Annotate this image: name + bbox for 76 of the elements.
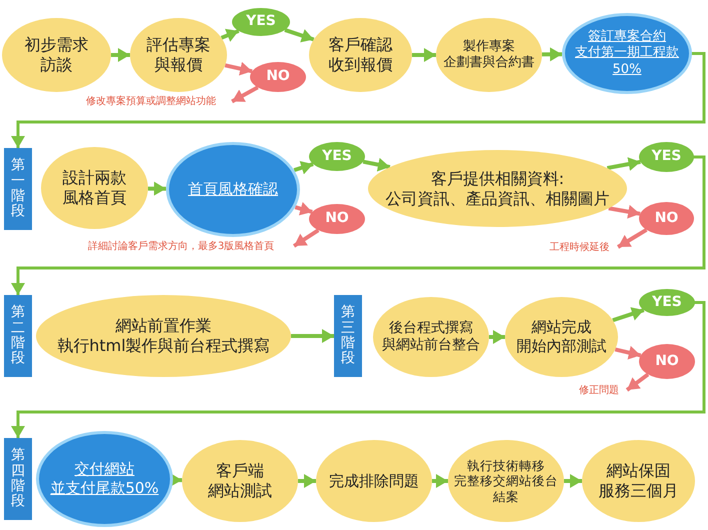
node-label: NO <box>266 68 290 86</box>
node-label: YES <box>652 148 682 166</box>
node-label: 評估專案與報價 <box>146 35 212 75</box>
node-label: 初步需求訪談 <box>24 35 90 75</box>
node-label: NO <box>325 210 349 228</box>
arrow <box>626 372 650 392</box>
arrow <box>362 158 390 172</box>
arrow <box>489 330 505 344</box>
arrow <box>231 86 259 104</box>
node-label: YES <box>652 294 682 312</box>
stage-label: 第二階段 <box>11 305 25 367</box>
no-ellipse <box>250 62 306 92</box>
arrow <box>11 52 706 148</box>
note-text: 修正問題 <box>573 383 625 397</box>
stage-label: 第一階段 <box>11 158 25 220</box>
arrow <box>432 474 448 488</box>
arrow <box>298 474 316 488</box>
node-label: NO <box>655 352 679 370</box>
node-label: 後台程式撰寫 <box>389 320 473 337</box>
arrow <box>111 48 130 62</box>
stage-label: 第三階段 <box>341 305 355 367</box>
arrow <box>148 182 166 196</box>
node-label: 服務三個月 <box>598 481 678 501</box>
node-label: 公司資訊、產品資訊、相關圖片 <box>386 188 610 208</box>
node-label: 客戶確認收到報價 <box>328 35 394 75</box>
arrow <box>412 48 436 62</box>
yes-ellipse <box>639 289 695 316</box>
stage-tab <box>334 295 362 377</box>
node-label: YES <box>322 148 352 166</box>
node-label: 網站保固 <box>606 461 670 481</box>
arrow <box>220 28 240 42</box>
note-text: 工程時候延後 <box>543 240 616 254</box>
no-ellipse <box>309 204 365 234</box>
no-ellipse <box>639 344 695 379</box>
arrow <box>614 346 642 360</box>
node-label: 網站完成 <box>532 318 592 337</box>
node-label: NO <box>654 210 678 228</box>
node-label: 企劃書與合約書 <box>444 55 534 72</box>
arrow <box>294 202 313 216</box>
stage-tab <box>4 295 32 377</box>
arrow <box>542 47 562 62</box>
yes-ellipse <box>309 142 365 171</box>
node-label: 完整移交網站後台結案 <box>453 473 559 504</box>
node-label: 與網站前台整合 <box>382 337 480 354</box>
arrow <box>606 157 641 171</box>
stage-tab <box>4 148 32 230</box>
arrow <box>608 204 640 219</box>
node-label: 執行html製作與前台程式撰寫 <box>57 336 270 356</box>
node-label: 客戶端 <box>216 461 264 481</box>
stage-tab <box>4 438 32 520</box>
node-label: YES <box>246 13 276 31</box>
arrow <box>292 228 320 248</box>
node-label: 網站測試 <box>208 481 272 501</box>
arrow <box>11 301 706 438</box>
arrow <box>224 62 253 76</box>
no-ellipse <box>639 202 694 235</box>
arrow <box>564 474 582 488</box>
node-label: 開始內部測試 <box>516 337 606 356</box>
arrow <box>291 329 334 343</box>
node-label: 完成排除問題 <box>329 472 419 490</box>
arrow <box>616 228 648 249</box>
note-text: 修改專案預算或調整網站功能 <box>72 94 230 109</box>
arrow <box>612 307 644 322</box>
node-label: 設計兩款風格首頁 <box>62 168 128 208</box>
arrow <box>11 156 706 295</box>
yes-ellipse <box>639 142 694 172</box>
node-label: 執行技術轉移 <box>466 458 546 474</box>
stage-label: 第四階段 <box>11 448 25 510</box>
node-label: 支付第一期工程款50% <box>574 45 680 78</box>
yes-ellipse <box>232 8 290 36</box>
arrow <box>284 28 314 42</box>
node-label: 客戶提供相關資料: <box>430 168 564 188</box>
node-label: 製作專案 <box>463 38 515 55</box>
arrow <box>294 161 314 174</box>
note-text: 詳細討論客戶需求方向，最多3版風格首頁 <box>70 239 292 253</box>
node-label: 網站前置作業 <box>116 316 212 336</box>
